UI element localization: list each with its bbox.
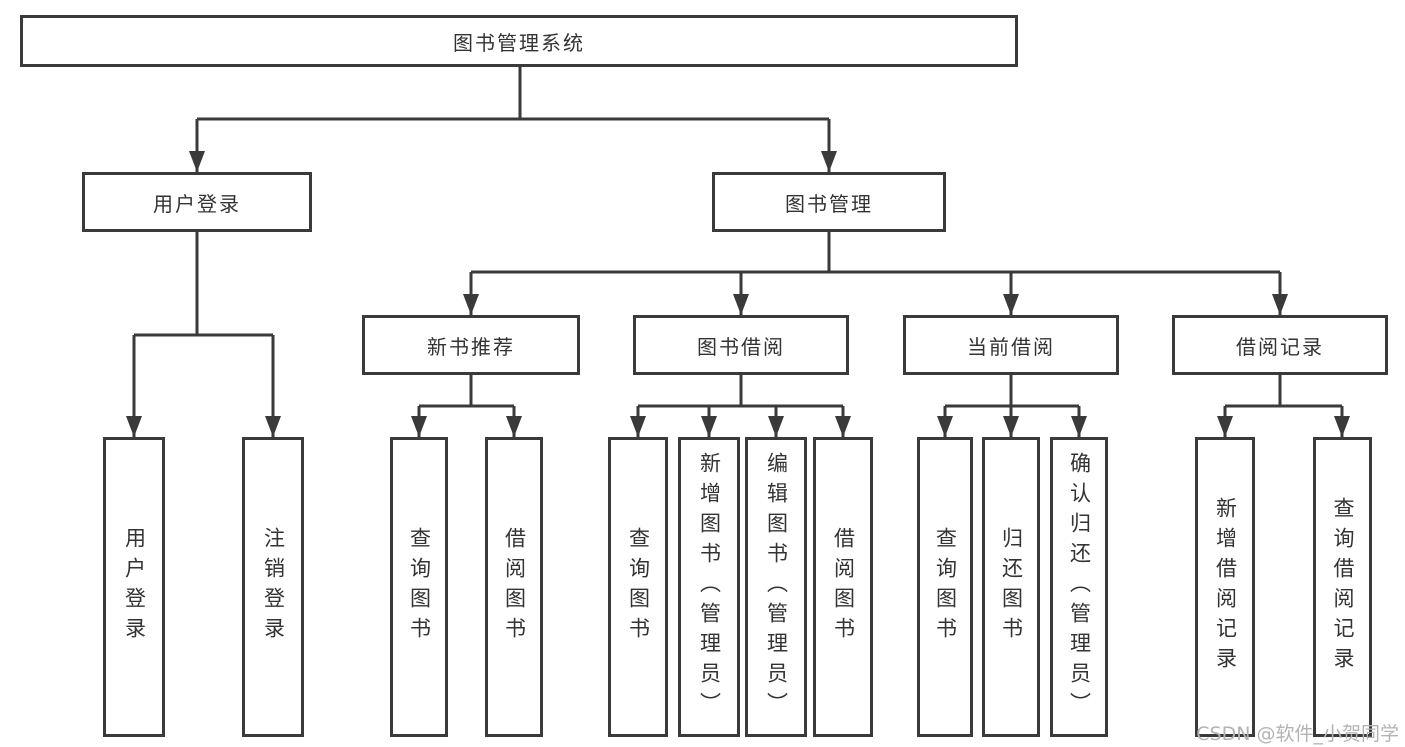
node-label: 查询图书	[626, 527, 651, 647]
node-leaf-borrow-books: 借阅图书	[813, 437, 873, 737]
connector-current-borrow	[937, 375, 1087, 437]
node-leaf-query-books-borrow: 查询图书	[608, 437, 668, 737]
node-current-borrow: 当前借阅	[903, 315, 1119, 375]
node-label: 注销登录	[261, 527, 286, 647]
node-label: 用户登录	[153, 191, 241, 216]
node-leaf-query-borrow-record: 查询借阅记录	[1313, 437, 1372, 737]
node-leaf-confirm-return-admin: 确认归还（管理员）	[1050, 437, 1108, 737]
node-leaf-user-login: 用户登录	[103, 437, 165, 737]
connector-borrow-records	[1217, 375, 1350, 437]
node-label: 查询借阅记录	[1331, 497, 1355, 677]
node-leaf-borrow-books-recommend: 借阅图书	[485, 437, 543, 737]
node-label: 新增借阅记录	[1213, 497, 1238, 677]
connector-book-management	[463, 232, 1288, 315]
node-leaf-add-books-admin: 新增图书（管理员）	[678, 437, 740, 737]
node-label: 编辑图书（管理员）	[764, 452, 789, 722]
node-label: 新增图书（管理员）	[697, 452, 722, 722]
node-label: 确认归还（管理员）	[1067, 452, 1092, 722]
node-label: 借阅图书	[502, 527, 527, 647]
node-book-management: 图书管理	[712, 172, 946, 232]
connector-root	[189, 67, 837, 172]
node-label: 图书管理	[785, 191, 873, 216]
node-leaf-add-borrow-record: 新增借阅记录	[1195, 437, 1255, 737]
node-label: 查询图书	[407, 527, 432, 647]
node-book-borrow: 图书借阅	[633, 315, 849, 375]
node-root: 图书管理系统	[20, 15, 1018, 67]
node-label: 查询图书	[933, 527, 958, 647]
node-label: 用户登录	[122, 527, 147, 647]
connector-book-borrow	[630, 375, 851, 437]
node-label: 图书借阅	[697, 334, 785, 359]
node-label: 借阅图书	[831, 527, 856, 647]
connector-user-login	[126, 232, 281, 437]
node-leaf-query-books-recommend: 查询图书	[390, 437, 448, 737]
node-leaf-query-books-current: 查询图书	[917, 437, 973, 737]
node-label: 归还图书	[999, 527, 1024, 647]
node-label: 当前借阅	[967, 334, 1055, 359]
node-leaf-logout: 注销登录	[242, 437, 304, 737]
node-label: 新书推荐	[427, 334, 515, 359]
node-borrow-records: 借阅记录	[1172, 315, 1388, 375]
node-leaf-edit-books-admin: 编辑图书（管理员）	[745, 437, 807, 737]
csdn-watermark: CSDN @软件_小贺同学	[1196, 723, 1399, 745]
node-label: 图书管理系统	[453, 30, 585, 55]
node-new-book-recommend: 新书推荐	[362, 315, 580, 375]
node-user-login: 用户登录	[82, 172, 312, 232]
connector-new-book-recommend	[411, 375, 522, 437]
node-leaf-return-books: 归还图书	[982, 437, 1040, 737]
node-label: 借阅记录	[1236, 334, 1324, 359]
